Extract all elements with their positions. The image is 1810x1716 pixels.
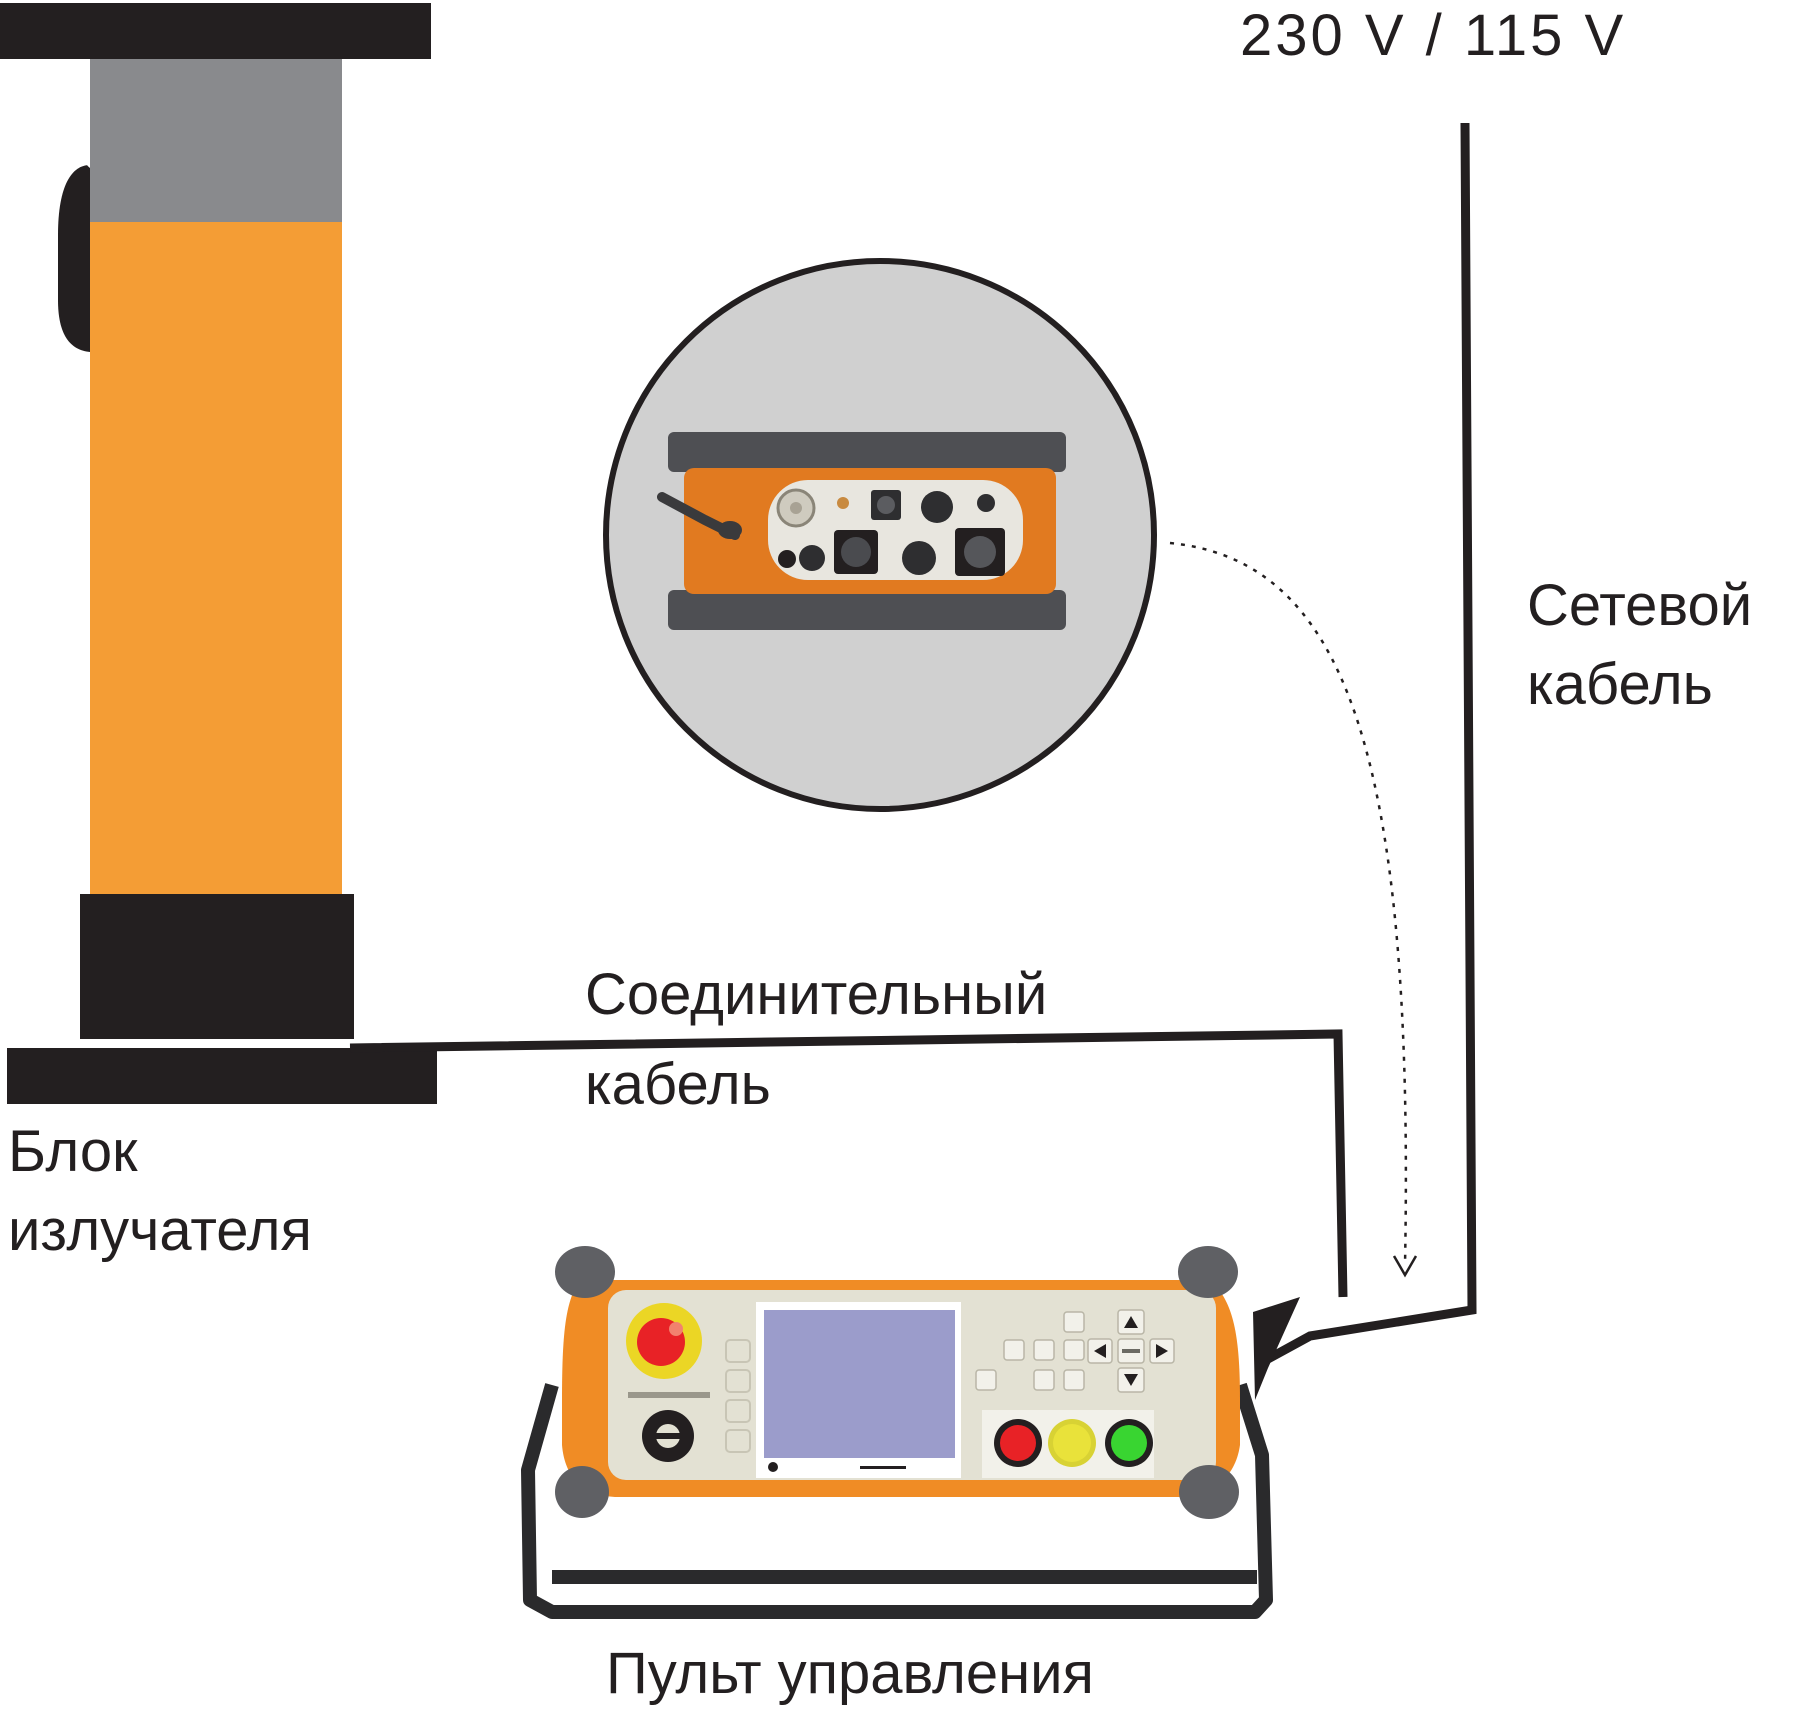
key-2[interactable]: [1033, 1339, 1055, 1361]
arrow-left-icon: [1094, 1344, 1106, 1358]
emergency-stop-highlight: [669, 1322, 683, 1336]
round-socket-4: [799, 545, 825, 571]
connecting-cable-label-line1: Соединительный: [585, 962, 1048, 1027]
control-panel-label: Пульт управления: [606, 1641, 1094, 1706]
voltage-label: 230 V / 115 V: [1240, 3, 1627, 68]
soft-key-1[interactable]: [725, 1339, 751, 1363]
emitter-label-line1: Блок: [8, 1119, 138, 1184]
mains-cable: [1263, 122, 1477, 1364]
key-switch-slot: [656, 1433, 680, 1439]
arrow-right-icon: [1156, 1344, 1168, 1358]
handle-bar: [552, 1570, 1257, 1584]
round-socket-5: [902, 541, 936, 575]
soft-key-2[interactable]: [725, 1369, 751, 1393]
emitter-side-handle: [58, 165, 90, 352]
inset-top-rail: [668, 432, 1066, 472]
coax-connector-core: [790, 502, 802, 514]
connecting-cable-label-line2: кабель: [585, 1052, 771, 1117]
key-7[interactable]: [1063, 1369, 1085, 1391]
control-panel: [521, 1246, 1273, 1619]
mains-cable-label-line1: Сетевой: [1527, 573, 1753, 638]
emitter-orange-body: [90, 222, 342, 897]
mains-cable-label-line2: кабель: [1527, 652, 1713, 717]
bumper-top-right: [1178, 1246, 1238, 1298]
standby-button[interactable]: [1053, 1424, 1091, 1462]
screen-label-strip: [860, 1466, 906, 1469]
arrow-down-icon: [1392, 1255, 1418, 1278]
small-round-socket: [778, 550, 796, 568]
inset-strap-knob: [718, 521, 742, 539]
connecting-cable: [349, 1029, 1348, 1298]
display-screen: [764, 1310, 955, 1458]
arrow-up-icon: [1124, 1316, 1138, 1328]
socket-1-core: [877, 496, 895, 514]
bumper-top-left: [555, 1246, 615, 1298]
key-5[interactable]: [975, 1369, 997, 1391]
connector-inset: [603, 258, 1157, 812]
mode-labels-strip: [628, 1392, 710, 1398]
bumper-bottom-right: [1179, 1465, 1239, 1519]
emitter-gray-band: [90, 59, 342, 222]
key-6[interactable]: [1033, 1369, 1055, 1391]
key-3[interactable]: [1063, 1339, 1085, 1361]
emitter-top-cap: [0, 3, 431, 59]
socket-large-2-core: [964, 536, 996, 568]
cable-plug-wedge: [1253, 1297, 1300, 1400]
socket-large-1-core: [841, 537, 871, 567]
bumper-bottom-left: [555, 1466, 609, 1518]
screen-indicator: [768, 1462, 778, 1472]
small-socket-3: [977, 494, 995, 512]
key-4[interactable]: [1063, 1311, 1085, 1333]
round-socket-2: [921, 491, 953, 523]
start-button[interactable]: [1111, 1425, 1147, 1461]
key-1[interactable]: [1003, 1339, 1025, 1361]
soft-key-4[interactable]: [725, 1429, 751, 1453]
panel-carry-handle: [521, 1382, 1273, 1619]
indicator-led: [837, 497, 849, 509]
soft-key-3[interactable]: [725, 1399, 751, 1423]
emitter-base-block: [80, 894, 354, 1039]
emitter-base-plate: [7, 1048, 437, 1104]
ok-key-mark: [1122, 1349, 1140, 1353]
inset-bottom-rail: [668, 590, 1066, 630]
emitter-handle-notch: [83, 140, 90, 168]
stop-button[interactable]: [1000, 1425, 1036, 1461]
emitter-unit: [0, 3, 437, 1104]
arrow-down-icon: [1124, 1374, 1138, 1386]
dotted-pointer-line: [1169, 541, 1408, 1266]
emitter-label-line2: излучателя: [8, 1198, 312, 1263]
